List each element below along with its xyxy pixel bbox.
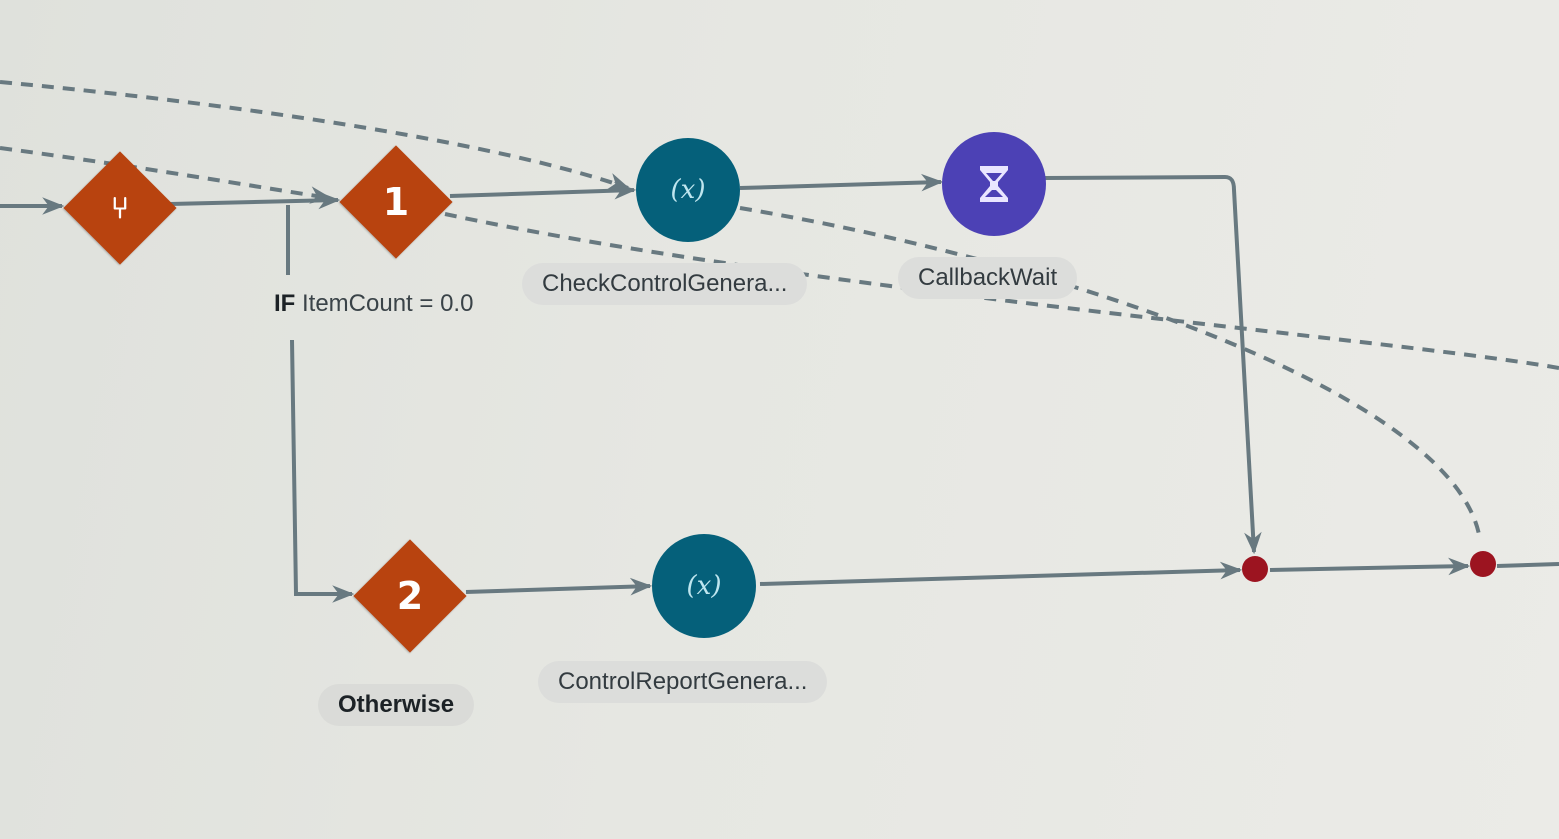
callback-wait-node[interactable] xyxy=(942,132,1046,236)
dashed-edge-branch1-right xyxy=(444,212,1559,370)
branch-1-number: 1 xyxy=(382,180,410,224)
merge-junction-1[interactable] xyxy=(1242,556,1268,582)
callback-wait-label[interactable]: CallbackWait xyxy=(898,257,1078,299)
condition-otherwise-label[interactable]: Otherwise xyxy=(318,684,475,726)
branch-1-decision[interactable]: 1 xyxy=(339,145,453,259)
dashed-edge-mid xyxy=(0,146,333,204)
edge-report-to-junction xyxy=(759,561,1243,586)
merge-junction-2[interactable] xyxy=(1470,551,1496,577)
check-control-assignment-node[interactable]: (x) xyxy=(636,138,740,242)
edge-junction-to-junction xyxy=(1269,557,1471,576)
edge-junction-out xyxy=(1496,562,1559,568)
split-decision[interactable]: ⑂ xyxy=(63,151,177,265)
dashed-edge-check-to-junction xyxy=(739,206,1482,541)
edge-branch2-to-report xyxy=(465,577,653,596)
edge-wait-to-junction xyxy=(1044,174,1262,555)
branch-2-decision[interactable]: 2 xyxy=(353,539,467,653)
if-expression: ItemCount = 0.0 xyxy=(302,290,474,317)
branch-2-number: 2 xyxy=(396,574,424,618)
split-icon: ⑂ xyxy=(111,190,129,226)
if-keyword: IF xyxy=(274,290,296,317)
variable-icon: (x) xyxy=(686,571,722,601)
edge-split-to-branch1 xyxy=(169,191,341,210)
check-control-label[interactable]: CheckControlGenera... xyxy=(522,263,808,305)
condition-if-label[interactable]: IF ItemCount = 0.0 xyxy=(274,292,473,316)
edge-branch1-to-check xyxy=(449,181,637,200)
control-report-label[interactable]: ControlReportGenera... xyxy=(538,661,828,703)
edge-split-to-branch2-lower xyxy=(290,339,355,603)
hourglass-icon xyxy=(980,166,1008,202)
control-report-assignment-node[interactable]: (x) xyxy=(652,534,756,638)
dashed-edge-top xyxy=(0,80,631,190)
edge-check-to-wait xyxy=(739,173,944,192)
variable-icon: (x) xyxy=(670,175,706,205)
